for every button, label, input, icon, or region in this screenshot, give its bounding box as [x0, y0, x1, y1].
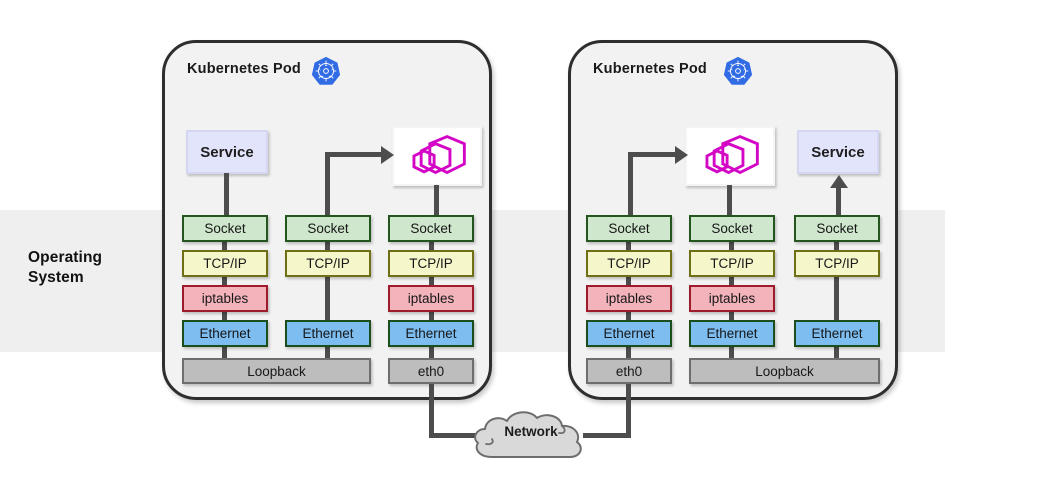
connector-container-socket-right: [727, 185, 732, 215]
spine-col2-left: [325, 215, 330, 360]
tcpip-box: TCP/IP: [285, 250, 371, 277]
tcpip-box: TCP/IP: [388, 250, 474, 277]
connector-eth0-cloud-right: [583, 433, 631, 438]
container-box-right: [685, 126, 775, 186]
socket-box: Socket: [182, 215, 268, 242]
arrow-into-service-right: [829, 175, 848, 188]
pod-title-left: Kubernetes Pod: [187, 61, 301, 77]
socket-box: Socket: [388, 215, 474, 242]
ethernet-box: Ethernet: [794, 320, 880, 347]
tcpip-box: TCP/IP: [586, 250, 672, 277]
eth0-box: eth0: [586, 358, 672, 384]
connector-socket2-up-left: [325, 152, 330, 215]
loopback-box: Loopback: [689, 358, 880, 384]
ethernet-box: Ethernet: [388, 320, 474, 347]
kubernetes-helm-icon: [311, 56, 341, 86]
tcpip-box: TCP/IP: [794, 250, 880, 277]
iptables-box: iptables: [586, 285, 672, 312]
ethernet-box: Ethernet: [586, 320, 672, 347]
container-box-left: [392, 126, 482, 186]
socket-box: Socket: [689, 215, 775, 242]
socket-box: Socket: [586, 215, 672, 242]
tcpip-box: TCP/IP: [182, 250, 268, 277]
connector-eth0-down-right: [626, 384, 631, 438]
arrow-into-container-right: [675, 145, 688, 164]
connector-socket2-right-left: [325, 152, 381, 157]
connector-service-socket-left: [224, 173, 229, 215]
ethernet-box: Ethernet: [689, 320, 775, 347]
os-label-line-2: System: [28, 269, 84, 287]
connector-eth0-down-left: [429, 384, 434, 438]
os-label-line-1: Operating: [28, 249, 103, 266]
iptables-box: iptables: [182, 285, 268, 312]
eth0-box: eth0: [388, 358, 474, 384]
container-hexagons-icon: [412, 135, 466, 175]
iptables-box: iptables: [689, 285, 775, 312]
connector-socket1-up-right: [628, 152, 633, 215]
network-cloud: [466, 405, 596, 469]
connector-socket1-right-right: [628, 152, 675, 157]
arrow-into-container-left: [381, 145, 394, 164]
tcpip-box: TCP/IP: [689, 250, 775, 277]
ethernet-box: Ethernet: [285, 320, 371, 347]
service-box-right: Service: [797, 130, 879, 174]
service-box-left: Service: [186, 130, 268, 174]
pod-title-right: Kubernetes Pod: [593, 61, 707, 77]
operating-system-label: Operating System: [28, 248, 168, 289]
loopback-box: Loopback: [182, 358, 371, 384]
container-hexagons-icon: [705, 135, 759, 175]
ethernet-box: Ethernet: [182, 320, 268, 347]
kubernetes-helm-icon: [723, 56, 753, 86]
connector-socket-service-right: [836, 188, 841, 215]
connector-eth0-cloud-left: [429, 433, 479, 438]
connector-container-socket-left: [434, 185, 439, 215]
socket-box: Socket: [794, 215, 880, 242]
iptables-box: iptables: [388, 285, 474, 312]
socket-box: Socket: [285, 215, 371, 242]
spine-col3-right: [834, 215, 839, 360]
